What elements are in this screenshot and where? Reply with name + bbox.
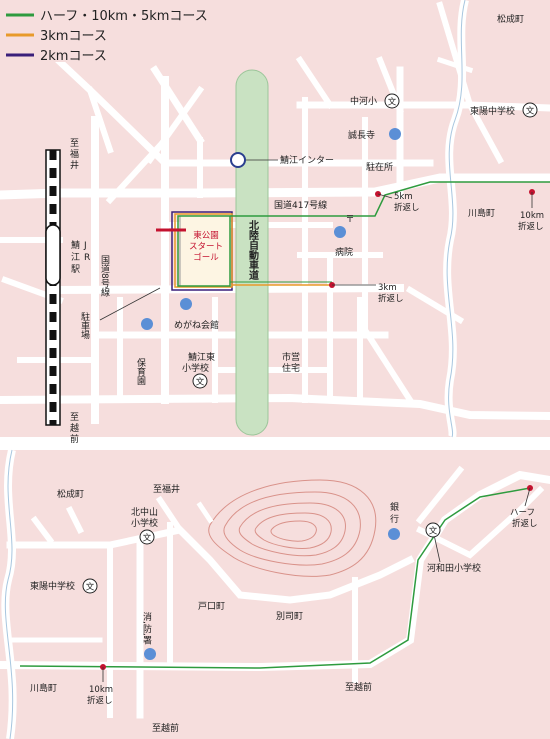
label-betsushi: 別司町	[276, 611, 303, 622]
label-jr-station-b: 江	[71, 252, 80, 263]
label-matsunari: 松成町	[497, 13, 524, 25]
label-kitanakayama-b: 小学校	[131, 517, 158, 529]
label-hokuriku: 北陸自動車道	[247, 219, 259, 281]
label-route8: 国道8号線	[99, 255, 110, 297]
seichoji-marker	[389, 128, 401, 140]
label-seichoji: 誠長寺	[348, 129, 375, 141]
top-map: 文 文 文 〒 松成町 中河小 東陽中学校 誠長寺 鯖江インター 駐在所 国道4…	[0, 0, 550, 445]
label-to-fukui-top-a: 至	[70, 138, 79, 149]
label-sabae-ic: 鯖江インター	[280, 154, 334, 166]
label-kitanakayama-a: 北中山	[131, 506, 158, 518]
label-higashiyo-jhs-bottom: 東陽中学校	[30, 580, 75, 592]
label-turn10k-top-b: 折返し	[518, 221, 544, 232]
label-turn10k-top-a: 10km	[520, 211, 544, 221]
school-icon: 文	[82, 578, 98, 594]
label-hospital: 病院	[335, 246, 353, 258]
label-kawashima-top: 川島町	[468, 207, 495, 219]
label-jr-a: J	[83, 241, 87, 251]
label-sabae-higashi-b: 小学校	[182, 362, 209, 374]
school-icon: 文	[522, 102, 538, 118]
sabae-station-box	[45, 224, 61, 286]
svg-text:駐車場: 駐車場	[79, 311, 90, 340]
label-shobosho: 消,防,署	[141, 611, 152, 645]
school-icon: 文	[425, 522, 441, 538]
hoikuen-marker	[141, 318, 153, 330]
label-turn10k-bottom-a: 10km	[89, 685, 113, 695]
label-matsunari-bottom: 松成町	[57, 488, 84, 500]
label-turn5k-b: 折返し	[394, 202, 420, 213]
label-jr-station-c: 駅	[71, 264, 80, 275]
svg-text:文: 文	[86, 582, 95, 593]
label-turn10k-bottom-b: 折返し	[87, 695, 113, 706]
label-shiei-a: 市営	[282, 351, 300, 363]
label-chuzaisho: 駐在所	[366, 161, 393, 173]
hill-contours	[208, 479, 377, 577]
label-to-echizen-top-a: 至	[70, 412, 79, 423]
bank-marker	[388, 528, 400, 540]
label-route417: 国道417号線	[274, 199, 327, 211]
course-line-half-bottom	[19, 487, 531, 669]
label-half-turn-b: 折返し	[512, 518, 538, 529]
label-jr-b: R	[84, 253, 90, 263]
fire-station-marker	[144, 648, 156, 660]
label-start-c: ゴール	[193, 252, 219, 263]
svg-text:保育園: 保育園	[135, 357, 146, 386]
legend-label-3km: 3kmコース	[40, 29, 107, 44]
label-ginko-a: 銀	[390, 501, 399, 513]
legend-label-half: ハーフ・10km・5kmコース	[40, 9, 208, 24]
school-icon: 文	[139, 529, 155, 545]
bottom-map: 文 文 文 松成町 至福井 北中山 小学校 銀 行 ハーフ 折返し 河和田小学校…	[0, 449, 550, 739]
label-nakagawa-elem: 中河小	[350, 95, 377, 107]
label-to-fukui-top-c: 井	[70, 159, 79, 171]
svg-text:文: 文	[143, 533, 152, 544]
bottom-map-land	[0, 450, 550, 739]
post-office-icon: 〒	[345, 215, 354, 225]
label-turn5k-a: 5km	[394, 192, 413, 202]
label-higashiyo-jhs: 東陽中学校	[470, 105, 515, 117]
label-turn3k-b: 折返し	[378, 293, 404, 304]
label-toguchi: 戸口町	[198, 601, 225, 612]
course-lines-top	[156, 181, 550, 291]
svg-text:文: 文	[526, 106, 535, 117]
megane-kaikan-marker	[180, 298, 192, 310]
label-to-echizen-top-b: 越	[70, 422, 79, 434]
hospital-marker	[334, 226, 346, 238]
label-kawashima-bottom: 川島町	[30, 682, 57, 694]
label-megane: めがね会館	[174, 319, 219, 331]
label-to-echizen-bottom-a: 至越前	[345, 681, 372, 693]
label-kawawada: 河和田小学校	[427, 562, 481, 574]
label-start-a: 東公園	[193, 230, 219, 241]
school-icon: 文	[192, 373, 208, 389]
label-chushajo: 駐車場	[79, 311, 90, 340]
legend: ハーフ・10km・5kmコース 3kmコース 2kmコース	[0, 0, 220, 64]
school-icon: 文	[384, 93, 400, 109]
label-ginko-b: 行	[390, 513, 399, 525]
label-to-fukui-bottom: 至福井	[153, 483, 180, 495]
label-shiei-b: 住宅	[282, 362, 300, 374]
label-to-fukui-top-b: 福	[70, 148, 79, 160]
label-turn3k-a: 3km	[378, 283, 397, 293]
svg-text:北陸自動車道: 北陸自動車道	[247, 219, 259, 281]
svg-text:文: 文	[388, 97, 397, 108]
legend-label-2km: 2kmコース	[40, 49, 107, 64]
label-to-echizen-bottom-b: 至越前	[152, 722, 179, 734]
label-to-echizen-top-c: 前	[70, 433, 79, 445]
sabae-ic-marker	[230, 152, 246, 168]
label-hoikuen: 保育園	[135, 357, 146, 386]
svg-text:文: 文	[429, 526, 438, 537]
label-sabae-higashi-a: 鯖江東	[188, 351, 215, 363]
label-half-turn-a: ハーフ	[510, 508, 535, 518]
svg-text:消,防,署: 消,防,署	[141, 611, 152, 645]
label-jr-station-a: 鯖	[71, 239, 80, 251]
jr-railway	[45, 149, 61, 426]
svg-text:文: 文	[196, 377, 205, 388]
label-start-b: スタート	[189, 242, 223, 252]
top-roads	[0, 1, 550, 424]
svg-text:国道8号線: 国道8号線	[99, 255, 110, 297]
